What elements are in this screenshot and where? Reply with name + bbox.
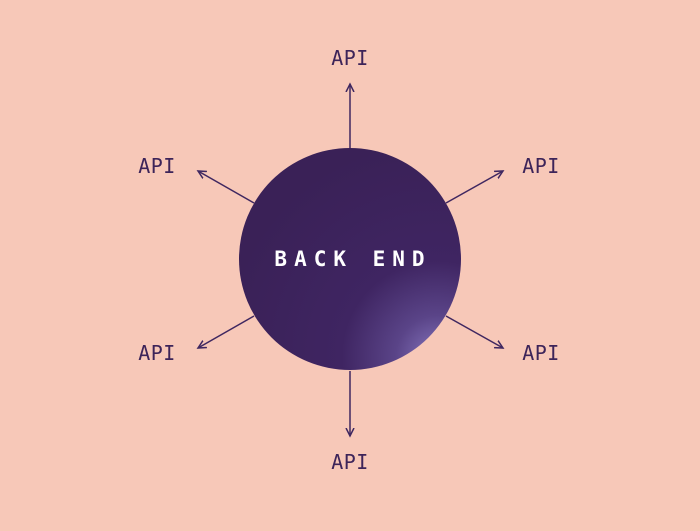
api-label-bottom-right: API [522, 341, 560, 365]
api-label-top-right: API [522, 154, 560, 178]
api-label-top-left: API [138, 154, 176, 178]
arrow-bottom-right [445, 315, 503, 348]
arrow-bottom-left [198, 315, 255, 348]
arrow-top-right [445, 171, 503, 204]
api-label-top: API [331, 46, 369, 70]
api-label-bottom-left: API [138, 341, 176, 365]
arrow-top-left [198, 171, 255, 204]
backend-label: BACK END [274, 247, 431, 271]
api-label-bottom: API [331, 450, 369, 474]
backend-circle [239, 148, 461, 370]
